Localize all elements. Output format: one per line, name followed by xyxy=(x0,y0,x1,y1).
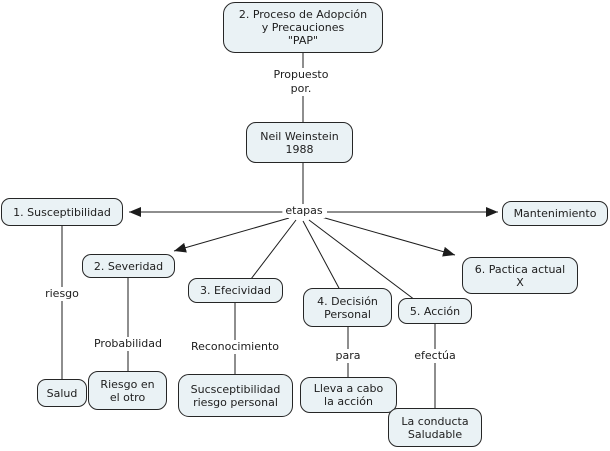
node-severidad[interactable]: 2. Severidad xyxy=(82,254,175,278)
link-label-probabilidad[interactable]: Probabilidad xyxy=(90,337,166,351)
node-efecividad[interactable]: 3. Efecividad xyxy=(188,278,283,303)
link-label-etapas[interactable]: etapas xyxy=(282,204,326,218)
connector-etapas-severidad xyxy=(173,217,290,253)
node-practica-actual[interactable]: 6. Pactica actual X xyxy=(462,257,578,294)
link-label-para[interactable]: para xyxy=(332,349,364,363)
connector-etapas-practica xyxy=(317,215,456,257)
connector-etapas-efecividad xyxy=(250,219,297,280)
node-riesgo-en-el-otro[interactable]: Riesgo en el otro xyxy=(88,371,167,410)
node-decision-personal[interactable]: 4. Decisión Personal xyxy=(303,288,392,327)
node-proceso-pap[interactable]: 2. Proceso de Adopción y Precauciones "P… xyxy=(223,2,383,53)
node-conducta-saludable[interactable]: La conducta Saludable xyxy=(388,408,482,447)
link-label-propuesto-por[interactable]: Propuesto por. xyxy=(270,68,332,96)
node-accion[interactable]: 5. Acción xyxy=(398,298,472,324)
node-lleva-a-cabo[interactable]: Lleva a cabo la acción xyxy=(300,377,397,413)
node-susceptibilidad[interactable]: 1. Susceptibilidad xyxy=(1,198,123,226)
node-neil-weinstein[interactable]: Neil Weinstein 1988 xyxy=(246,122,353,163)
node-mantenimiento[interactable]: Mantenimiento xyxy=(502,201,608,226)
connector-etapas-decision xyxy=(302,220,341,291)
connector-etapas-accion xyxy=(308,219,420,304)
link-label-reconocimiento[interactable]: Reconocimiento xyxy=(187,340,283,354)
link-label-riesgo[interactable]: riesgo xyxy=(42,287,82,301)
node-salud[interactable]: Salud xyxy=(37,379,87,407)
node-sucsceptibilidad-riesgo-personal[interactable]: Sucsceptibilidad riesgo personal xyxy=(178,374,293,417)
link-label-efectua[interactable]: efectúa xyxy=(411,349,459,363)
